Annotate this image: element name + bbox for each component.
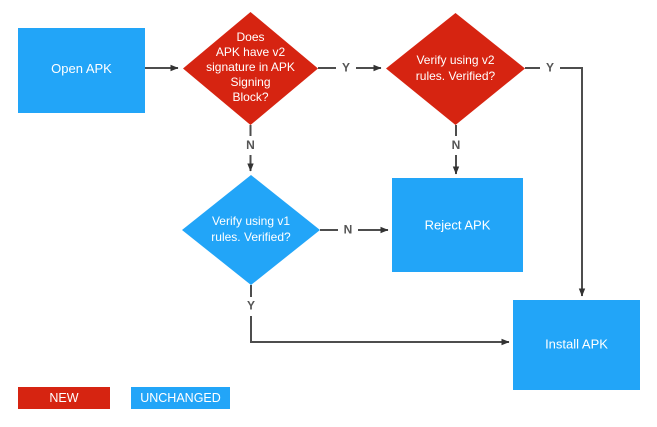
node-has-v2-signature-shape (183, 12, 318, 125)
node-verify-v1-line-1: Verify using v1 (212, 214, 290, 228)
node-has-v2-signature-line-5: Block? (232, 90, 268, 104)
node-reject-apk[interactable]: Reject APK (392, 178, 523, 272)
legend-item-new: NEW (18, 387, 110, 409)
node-verify-v2-shape (386, 13, 525, 125)
edge-verify-v2-yes-to-install-apk: Y (525, 61, 586, 297)
node-reject-apk-shape (392, 178, 523, 272)
legend-swatch-unchanged (131, 387, 230, 409)
node-verify-v1-shape (182, 175, 320, 285)
edge-label-has-v2-yes: Y (342, 61, 350, 75)
edge-label-verify-v2-yes: Y (546, 61, 554, 75)
legend-label-new: NEW (49, 391, 78, 405)
node-verify-v2[interactable]: Verify using v2 rules. Verified? (386, 13, 525, 125)
node-verify-v2-line-2: rules. Verified? (416, 69, 496, 83)
edge-label-verify-v2-no: N (452, 138, 461, 152)
legend-swatch-new (18, 387, 110, 409)
node-has-v2-signature-line-1: Does (236, 30, 264, 44)
edge-verify-v1-no-to-reject-apk: N (320, 223, 389, 237)
node-install-apk[interactable]: Install APK (513, 300, 640, 390)
node-install-apk-label: Install APK (545, 336, 608, 351)
edge-label-verify-v1-yes: Y (247, 299, 255, 313)
node-verify-v1[interactable]: Verify using v1 rules. Verified? (182, 175, 320, 285)
node-verify-v2-line-1: Verify using v2 (416, 53, 494, 67)
legend-item-unchanged: UNCHANGED (131, 387, 230, 409)
node-open-apk[interactable]: Open APK (18, 28, 145, 113)
node-install-apk-shape (513, 300, 640, 390)
edge-has-v2-no-to-verify-v1: N (246, 125, 255, 172)
node-open-apk-label: Open APK (51, 61, 112, 76)
node-open-apk-shape (18, 28, 145, 113)
legend-label-unchanged: UNCHANGED (140, 391, 221, 405)
node-has-v2-signature-line-3: signature in APK (206, 60, 295, 74)
edge-has-v2-yes-to-verify-v2: Y (318, 61, 382, 75)
node-has-v2-signature-line-2: APK have v2 (216, 45, 286, 59)
node-reject-apk-label: Reject APK (425, 217, 491, 232)
edge-verify-v2-no-to-reject-apk: N (452, 125, 461, 175)
node-verify-v1-line-2: rules. Verified? (211, 230, 291, 244)
node-has-v2-signature-line-4: Signing (230, 75, 270, 89)
legend: NEW UNCHANGED (18, 387, 230, 409)
edge-label-has-v2-no: N (246, 138, 255, 152)
node-has-v2-signature[interactable]: Does APK have v2 signature in APK Signin… (183, 12, 318, 125)
edge-verify-v1-yes-to-install-apk: Y (247, 285, 510, 346)
edge-label-verify-v1-no: N (344, 223, 353, 237)
